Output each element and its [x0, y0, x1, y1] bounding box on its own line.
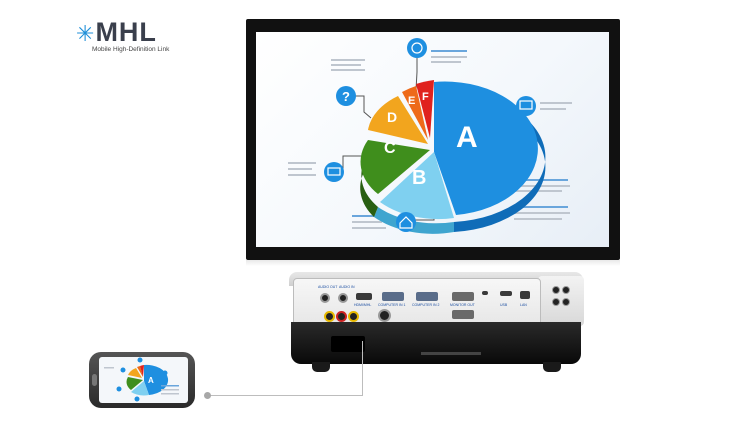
svg-text:?: ?	[342, 89, 350, 104]
port-label-computer-in-1: COMPUTER IN 1	[378, 303, 406, 307]
port-label-hdmi-mhl: HDMI/MHL	[354, 303, 372, 307]
port-label-audio-out: AUDIO OUT	[318, 285, 338, 289]
projection-screen: A B C D E F ?	[256, 32, 609, 247]
phone-slice-label-a: A	[148, 376, 154, 385]
laptop-icon	[324, 162, 344, 182]
s-video-port	[378, 309, 391, 322]
monitor-icon	[516, 96, 536, 116]
video-in-port	[324, 311, 335, 322]
mhl-cable-connector	[204, 392, 211, 399]
slice-label-c: C	[384, 140, 396, 157]
globe-icon	[407, 38, 427, 58]
projector-side	[538, 276, 584, 326]
monitor-out-port	[452, 292, 474, 301]
pie-chart-graphic: A B C D E F ?	[324, 38, 546, 234]
computer-in-1-port	[382, 292, 404, 301]
screen-bottom-edge	[246, 260, 620, 266]
pie-slice-a	[434, 81, 538, 215]
phone-home-button	[92, 374, 97, 386]
pie-slice-c	[360, 140, 430, 194]
slice-label-b: B	[412, 167, 426, 189]
phone-screen: A	[99, 357, 188, 403]
power-socket	[331, 336, 365, 352]
pie-slice-f	[416, 80, 434, 138]
mhl-cable-horizontal	[207, 395, 363, 396]
usb-port	[500, 291, 512, 296]
pie-slice-b	[380, 152, 454, 220]
slice-label-e: E	[408, 95, 415, 107]
projector-base	[291, 322, 581, 364]
slice-label-a: A	[456, 121, 478, 154]
mhl-logo-tagline: Mobile High-Definition Link	[92, 46, 170, 53]
mhl-cable-vertical	[362, 341, 363, 396]
mini-usb-port	[482, 291, 488, 295]
projector-foot-left	[312, 362, 330, 372]
audio-l-port	[348, 311, 359, 322]
projector-vent	[421, 352, 481, 355]
mhl-logo-mark: ✳MHL	[76, 17, 157, 47]
phone-pie-chart-graphic: A	[104, 357, 179, 402]
projector-foot-right	[543, 362, 561, 372]
hdmi-mhl-port	[356, 293, 372, 300]
slice-label-d: D	[387, 109, 397, 125]
lan-port	[520, 291, 530, 299]
audio-out-port	[320, 293, 330, 303]
pie-slice-e	[402, 86, 428, 140]
question-icon: ?	[336, 86, 356, 106]
audio-r-port	[336, 311, 347, 322]
computer-in-2-port	[416, 292, 438, 301]
audio-in-port	[338, 293, 348, 303]
pie-slice-d	[368, 96, 428, 144]
port-label-lan: LAN	[520, 303, 527, 307]
slice-label-f: F	[422, 91, 429, 103]
port-label-monitor-out: MONITOR OUT	[450, 303, 475, 307]
rs232-port	[452, 310, 474, 319]
port-label-audio-in: AUDIO IN	[339, 285, 355, 289]
home-icon	[396, 212, 416, 232]
mhl-logo-symbol-icon: ✳	[76, 21, 96, 46]
port-label-computer-in-2: COMPUTER IN 2	[412, 303, 440, 307]
port-label-usb: USB	[500, 303, 508, 307]
mhl-logo: ✳MHL Mobile High-Definition Link	[76, 18, 216, 58]
